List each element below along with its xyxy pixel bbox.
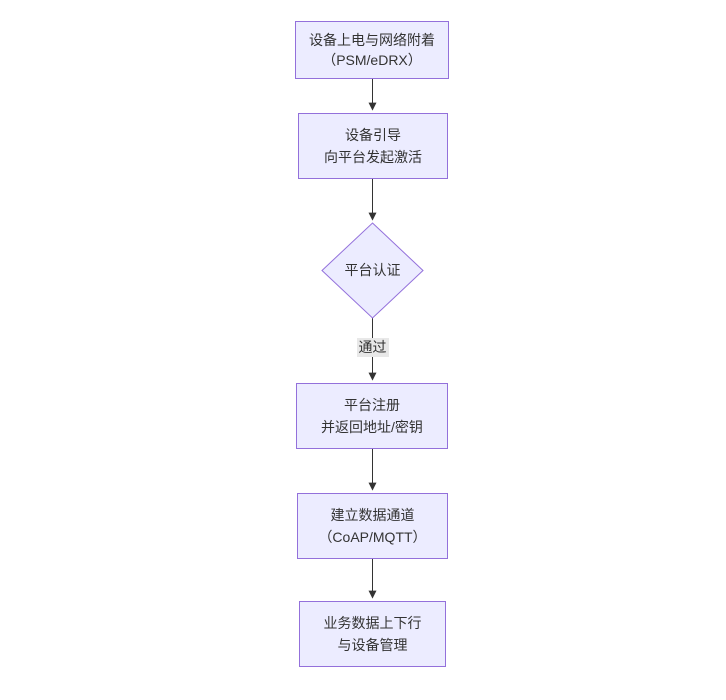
node-label-line: 建立数据通道	[330, 507, 415, 523]
node-label-line: （CoAP/MQTT）	[318, 529, 427, 545]
edge-label-pass: 通过	[356, 338, 389, 357]
node-label-line: 向平台发起激活	[324, 149, 422, 165]
flowchart-node-register: 平台注册 并返回地址/密钥	[296, 383, 448, 449]
node-label-line: 与设备管理	[337, 637, 408, 653]
flowchart-node-power-attach: 设备上电与网络附着 （PSM/eDRX）	[295, 21, 449, 79]
node-label-line: 业务数据上下行	[323, 615, 422, 631]
node-label-line: 并返回地址/密钥	[321, 419, 423, 435]
flowchart-node-platform-auth-label: 平台认证	[344, 262, 401, 278]
node-label-line: （PSM/eDRX）	[322, 52, 422, 68]
node-label-line: 平台注册	[344, 397, 400, 413]
decision-diamond-shape	[321, 222, 424, 319]
flowchart-node-business-data: 业务数据上下行 与设备管理	[299, 601, 446, 667]
node-label-line: 设备引导	[345, 127, 401, 143]
flowchart-node-data-channel: 建立数据通道 （CoAP/MQTT）	[297, 493, 448, 559]
flowchart-node-bootstrap: 设备引导 向平台发起激活	[298, 113, 448, 179]
node-label-line: 设备上电与网络附着	[309, 32, 435, 48]
